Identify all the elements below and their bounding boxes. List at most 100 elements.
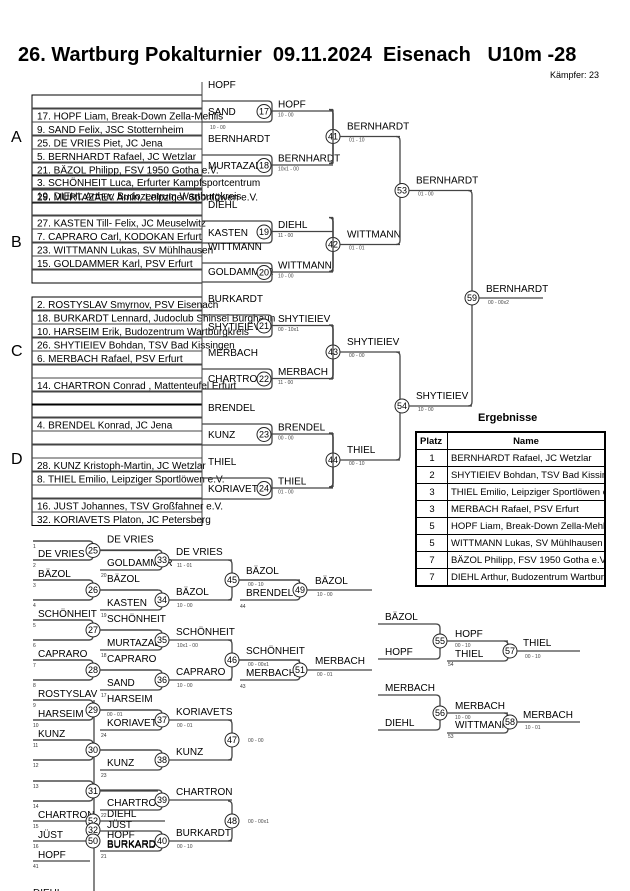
- repechage-slot-number: 10: [33, 723, 39, 729]
- match-number: 36: [157, 675, 167, 685]
- repechage-r2-slot: 17: [101, 693, 107, 699]
- match-number-badge: [256, 224, 272, 240]
- bronze-winner: MERBACH: [523, 710, 573, 721]
- place-cell: 5: [415, 517, 448, 535]
- repechage-slot-number: 41: [33, 864, 39, 870]
- repechage-slot-number: 1: [33, 544, 36, 550]
- repechage-r2-score: 00 - 10: [177, 844, 193, 850]
- round1-fighter-top: BRENDEL: [208, 403, 256, 414]
- repechage-r4-slot: 43: [240, 684, 246, 690]
- round1-fighter-bottom: SHYTIEIEV: [208, 322, 261, 333]
- round1-winner: DIEHL: [278, 220, 308, 231]
- bronze-opponent: THIEL: [455, 649, 484, 660]
- match-number: 56: [435, 708, 445, 718]
- name-cell: HOPF Liam, Break-Down Zella-Mehlis: [447, 517, 606, 535]
- pool-entry: 28. KUNZ Kristoph-Martin, JC Wetzlar: [37, 461, 206, 472]
- bracket-connector: [328, 324, 334, 380]
- match-number: 29: [88, 705, 98, 715]
- round1-score: 00 - 00: [278, 436, 294, 442]
- match-number-badge: [224, 732, 240, 748]
- repechage-r2-entrant: MURTAZAEV: [107, 638, 168, 649]
- bracket-connector: [33, 780, 94, 802]
- pool-label: A: [11, 129, 22, 146]
- repechage-r4-opponent: MERBACH: [246, 668, 296, 679]
- repechage-r1-score: 00 - 01: [107, 712, 123, 718]
- bronze-opponent: WITTMANN: [455, 720, 509, 731]
- pool-entry: 10. HARSEIM Erik, Budozentrum Wartburgkr…: [37, 327, 249, 338]
- round1-fighter-top: THIEL: [208, 457, 237, 468]
- match-number: 24: [259, 484, 269, 494]
- pool-entry: 18. BURKARDT Lennard, Judoclub Shinsei B…: [37, 314, 275, 325]
- repechage-r2-winner: DE VRIES: [176, 547, 223, 558]
- repechage-r2-score: 00 - 01: [177, 723, 193, 729]
- repechage-r2-entrant: GOLDAMMER: [107, 558, 173, 569]
- bronze-fighter-bottom: DIEHL: [385, 718, 415, 729]
- pool-entry: 5. BERNHARDT Rafael, JC Wetzlar: [37, 152, 197, 163]
- match-number-badge: [256, 104, 272, 119]
- place-cell: 2: [415, 466, 448, 484]
- repechage-r1-winner: BURKARDT: [107, 840, 162, 851]
- repechage-r2-winner: CAPRARO: [176, 667, 226, 678]
- round1-fighter-top: BURKARDT: [208, 294, 263, 305]
- repechage-r1-winner: JÜST: [107, 819, 132, 831]
- match-number-badge: [256, 427, 272, 442]
- bronze-fighter-bottom: HOPF: [385, 647, 413, 658]
- repechage-r4-score: 00 - 01: [317, 672, 333, 678]
- match-number: 25: [88, 546, 98, 556]
- name-cell: SHYTIEIEV Bohdan, TSV Bad Kissingen: [447, 466, 606, 484]
- bronze-opponent-slot: 53: [448, 734, 454, 740]
- repechage-r2-entrant: SAND: [107, 678, 135, 689]
- pool-entry: 8. THIEL Emilio, Leipziger Sportlöwen e.…: [37, 475, 225, 486]
- match-number-badge: [256, 318, 272, 334]
- round1-score: 10 - 00: [278, 274, 294, 280]
- match-number: 20: [259, 268, 269, 278]
- pool-entry: 4. BRENDEL Konrad, JC Jena: [37, 421, 173, 432]
- repechage-r4-winner: BÄZOL: [315, 575, 348, 587]
- fighters-count: Kämpfer: 23: [549, 70, 599, 80]
- results-header-row: Platz Name: [415, 431, 606, 450]
- repechage-r1-winner: HARSEIM: [107, 694, 153, 705]
- match-number: 38: [157, 755, 167, 765]
- page-title: 26. Wartburg Pokalturnier 09.11.2024 Eis…: [18, 44, 577, 66]
- round1-fighter-bottom: KORIAVETS: [208, 484, 265, 495]
- repechage-slot-name: SCHÖNHEIT: [38, 608, 97, 620]
- match-number: 37: [157, 715, 167, 725]
- place-cell: 5: [415, 534, 448, 552]
- bracket-connector: [33, 619, 94, 641]
- repechage-r2-score: 10 - 00: [177, 683, 193, 689]
- place-cell: 7: [415, 568, 448, 587]
- round1-score: 01 - 00: [278, 490, 294, 496]
- pool-entry: 25. DE VRIES Piet, JC Jena: [37, 139, 163, 150]
- repechage-r2-winner: BURKARDT: [176, 828, 231, 839]
- repechage-r3-score: 00 - 00x1: [248, 819, 269, 825]
- repechage-slot-number: 14: [33, 804, 39, 810]
- round1-winner: SHYTIEIEV: [278, 314, 331, 325]
- round1-fighter-top: MERBACH: [208, 348, 258, 359]
- pool-entry: 29. MURTAZAEV Amin, Leipziger Sportlöwen…: [37, 193, 258, 204]
- pool-entry: 17. HOPF Liam, Break-Down Zella-Mehlis: [37, 112, 223, 123]
- pool-label: B: [11, 234, 22, 251]
- match-number-badge: [256, 371, 272, 387]
- round1-winner: HOPF: [278, 100, 306, 111]
- name-cell: WITTMANN Lukas, SV Mühlhausen: [447, 534, 606, 552]
- name-cell: MERBACH Rafael, PSV Erfurt: [447, 500, 606, 518]
- repechage-slot-name: DE VRIES: [38, 549, 85, 560]
- round2-score: 00 - 00: [349, 353, 365, 359]
- match-number: 49: [295, 585, 305, 595]
- round2-winner: WITTMANN: [347, 230, 401, 241]
- round1-winner: WITTMANN: [278, 261, 332, 272]
- name-cell: DIEHL Arthur, Budozentrum Wartburgkreis: [447, 568, 606, 587]
- round1-winner: MERBACH: [278, 367, 328, 378]
- round3-score: 01 - 00: [418, 192, 434, 198]
- place-cell: 3: [415, 483, 448, 501]
- match-number: 32: [88, 825, 98, 835]
- repechage-slot-name: BÄZOL: [38, 568, 71, 580]
- match-number: 22: [259, 374, 269, 384]
- match-number: 30: [88, 745, 98, 755]
